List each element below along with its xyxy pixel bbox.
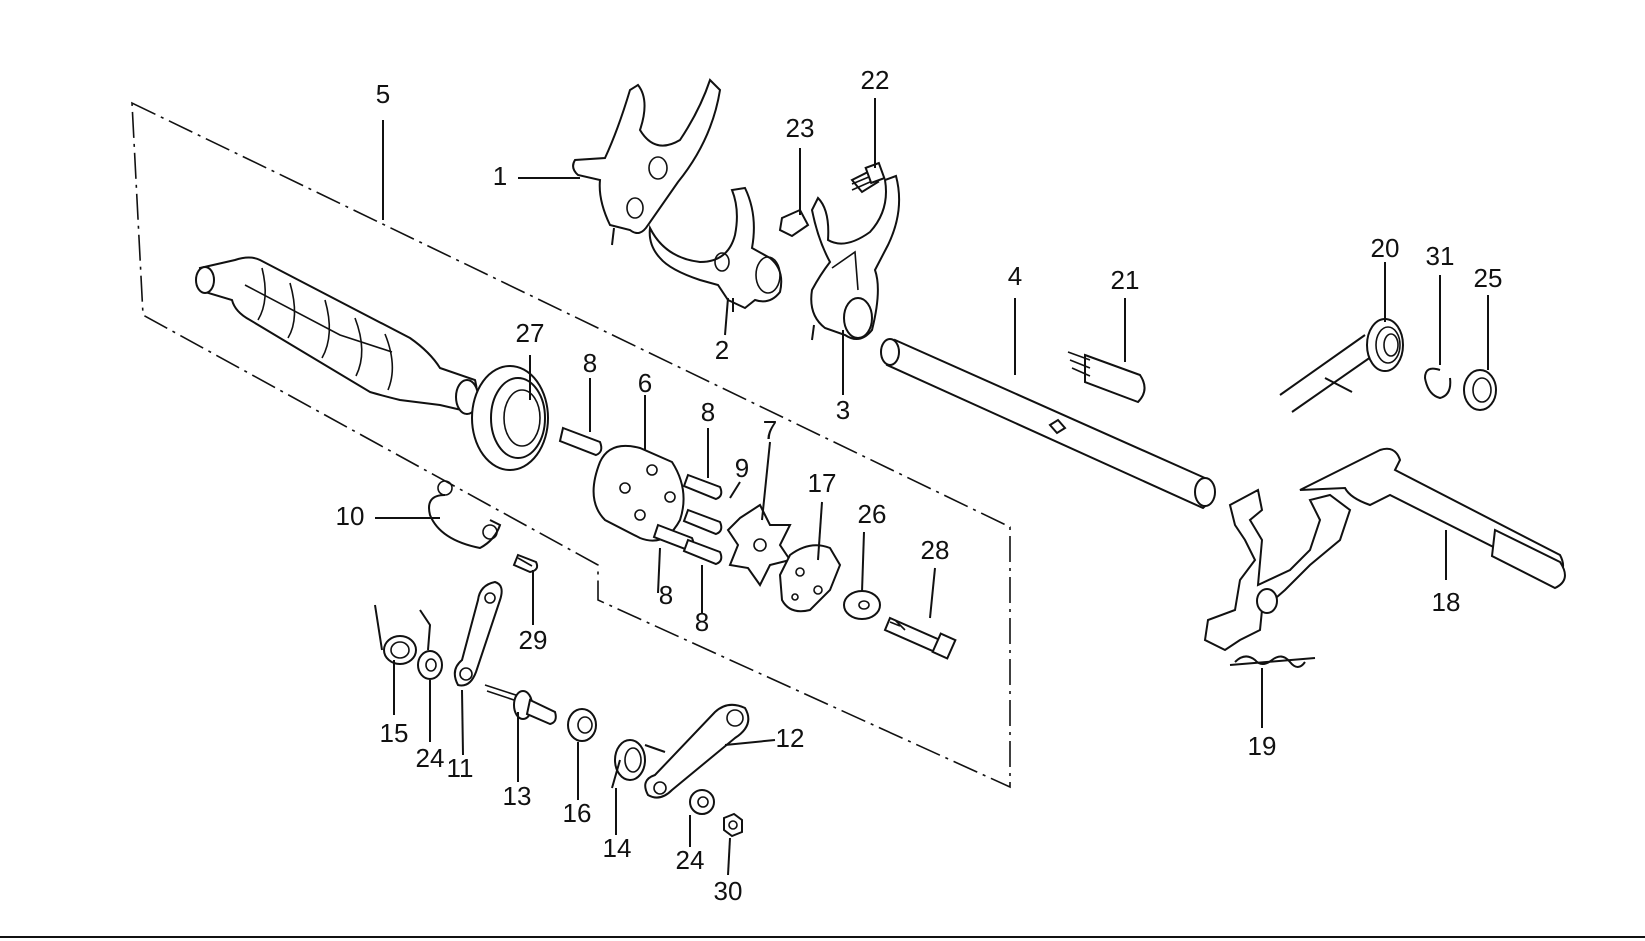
pins-8: [558, 426, 723, 566]
washer-24-left: [417, 650, 443, 680]
drum-center-6: [592, 444, 685, 542]
callout-labels: 1 2 3 4 5 6 7 8 8 8 8 9 10 11 12 13 14 1…: [336, 65, 1503, 906]
callout-12: 12: [776, 723, 805, 753]
callout-2: 2: [715, 335, 729, 365]
callout-15: 15: [380, 718, 409, 748]
washer-25: [1463, 369, 1497, 411]
callout-31: 31: [1426, 241, 1455, 271]
callout-21: 21: [1111, 265, 1140, 295]
callout-30: 30: [714, 876, 743, 906]
callout-1: 1: [493, 161, 507, 191]
callout-5: 5: [376, 79, 390, 109]
callout-27: 27: [516, 318, 545, 348]
callout-8d: 8: [695, 607, 709, 637]
callout-28: 28: [921, 535, 950, 565]
callout-13: 13: [503, 781, 532, 811]
collar-16: [567, 708, 597, 742]
plate-17: [778, 544, 842, 613]
callout-3: 3: [836, 395, 850, 425]
shift-fork-1: [572, 78, 722, 246]
clip-23: [778, 208, 810, 238]
callout-25: 25: [1474, 263, 1503, 293]
callout-29: 29: [519, 625, 548, 655]
callout-23: 23: [786, 113, 815, 143]
callout-19: 19: [1248, 731, 1277, 761]
callout-8a: 8: [583, 348, 597, 378]
return-spring-20: [1279, 318, 1404, 413]
circlip-10: [428, 480, 502, 550]
callout-24b: 24: [676, 845, 705, 875]
callout-14: 14: [603, 833, 632, 863]
screw-29: [512, 553, 539, 574]
gearshift-spindle: [1203, 447, 1566, 652]
bearing: [471, 365, 549, 471]
callout-6: 6: [638, 368, 652, 398]
assembly-5-boundary: [131, 101, 1011, 789]
callout-16: 16: [563, 798, 592, 828]
shift-fork-3: [810, 174, 901, 341]
stud-21: [1067, 351, 1146, 404]
nut-30: [723, 812, 743, 838]
bolt-22: [850, 161, 886, 194]
callout-10: 10: [336, 501, 365, 531]
fork-shaft: [880, 338, 1216, 510]
star-plate-7: [726, 503, 792, 587]
circlip-31: [1423, 367, 1452, 400]
callout-4: 4: [1008, 261, 1022, 291]
bolt-28: [883, 616, 957, 660]
callout-18: 18: [1432, 587, 1461, 617]
arm-11: [453, 580, 503, 687]
tension-spring-19: [1229, 655, 1316, 668]
callout-26: 26: [858, 499, 887, 529]
callout-9: 9: [735, 453, 749, 483]
shift-drum: [195, 256, 479, 415]
leader-lines: [375, 98, 1489, 876]
washer-26: [843, 590, 881, 620]
shift-fork-2: [648, 186, 783, 312]
spring-15: [374, 604, 432, 665]
callout-17: 17: [808, 468, 837, 498]
callout-22: 22: [861, 65, 890, 95]
callout-20: 20: [1371, 233, 1400, 263]
callout-8b: 8: [701, 397, 715, 427]
callout-8c: 8: [659, 580, 673, 610]
bolt-13: [484, 684, 557, 726]
spring-14: [611, 739, 666, 789]
arm-12: [644, 703, 750, 799]
washer-24-right: [689, 789, 715, 815]
callout-11: 11: [447, 753, 474, 783]
callout-7: 7: [763, 415, 777, 445]
callout-24a: 24: [416, 743, 445, 773]
